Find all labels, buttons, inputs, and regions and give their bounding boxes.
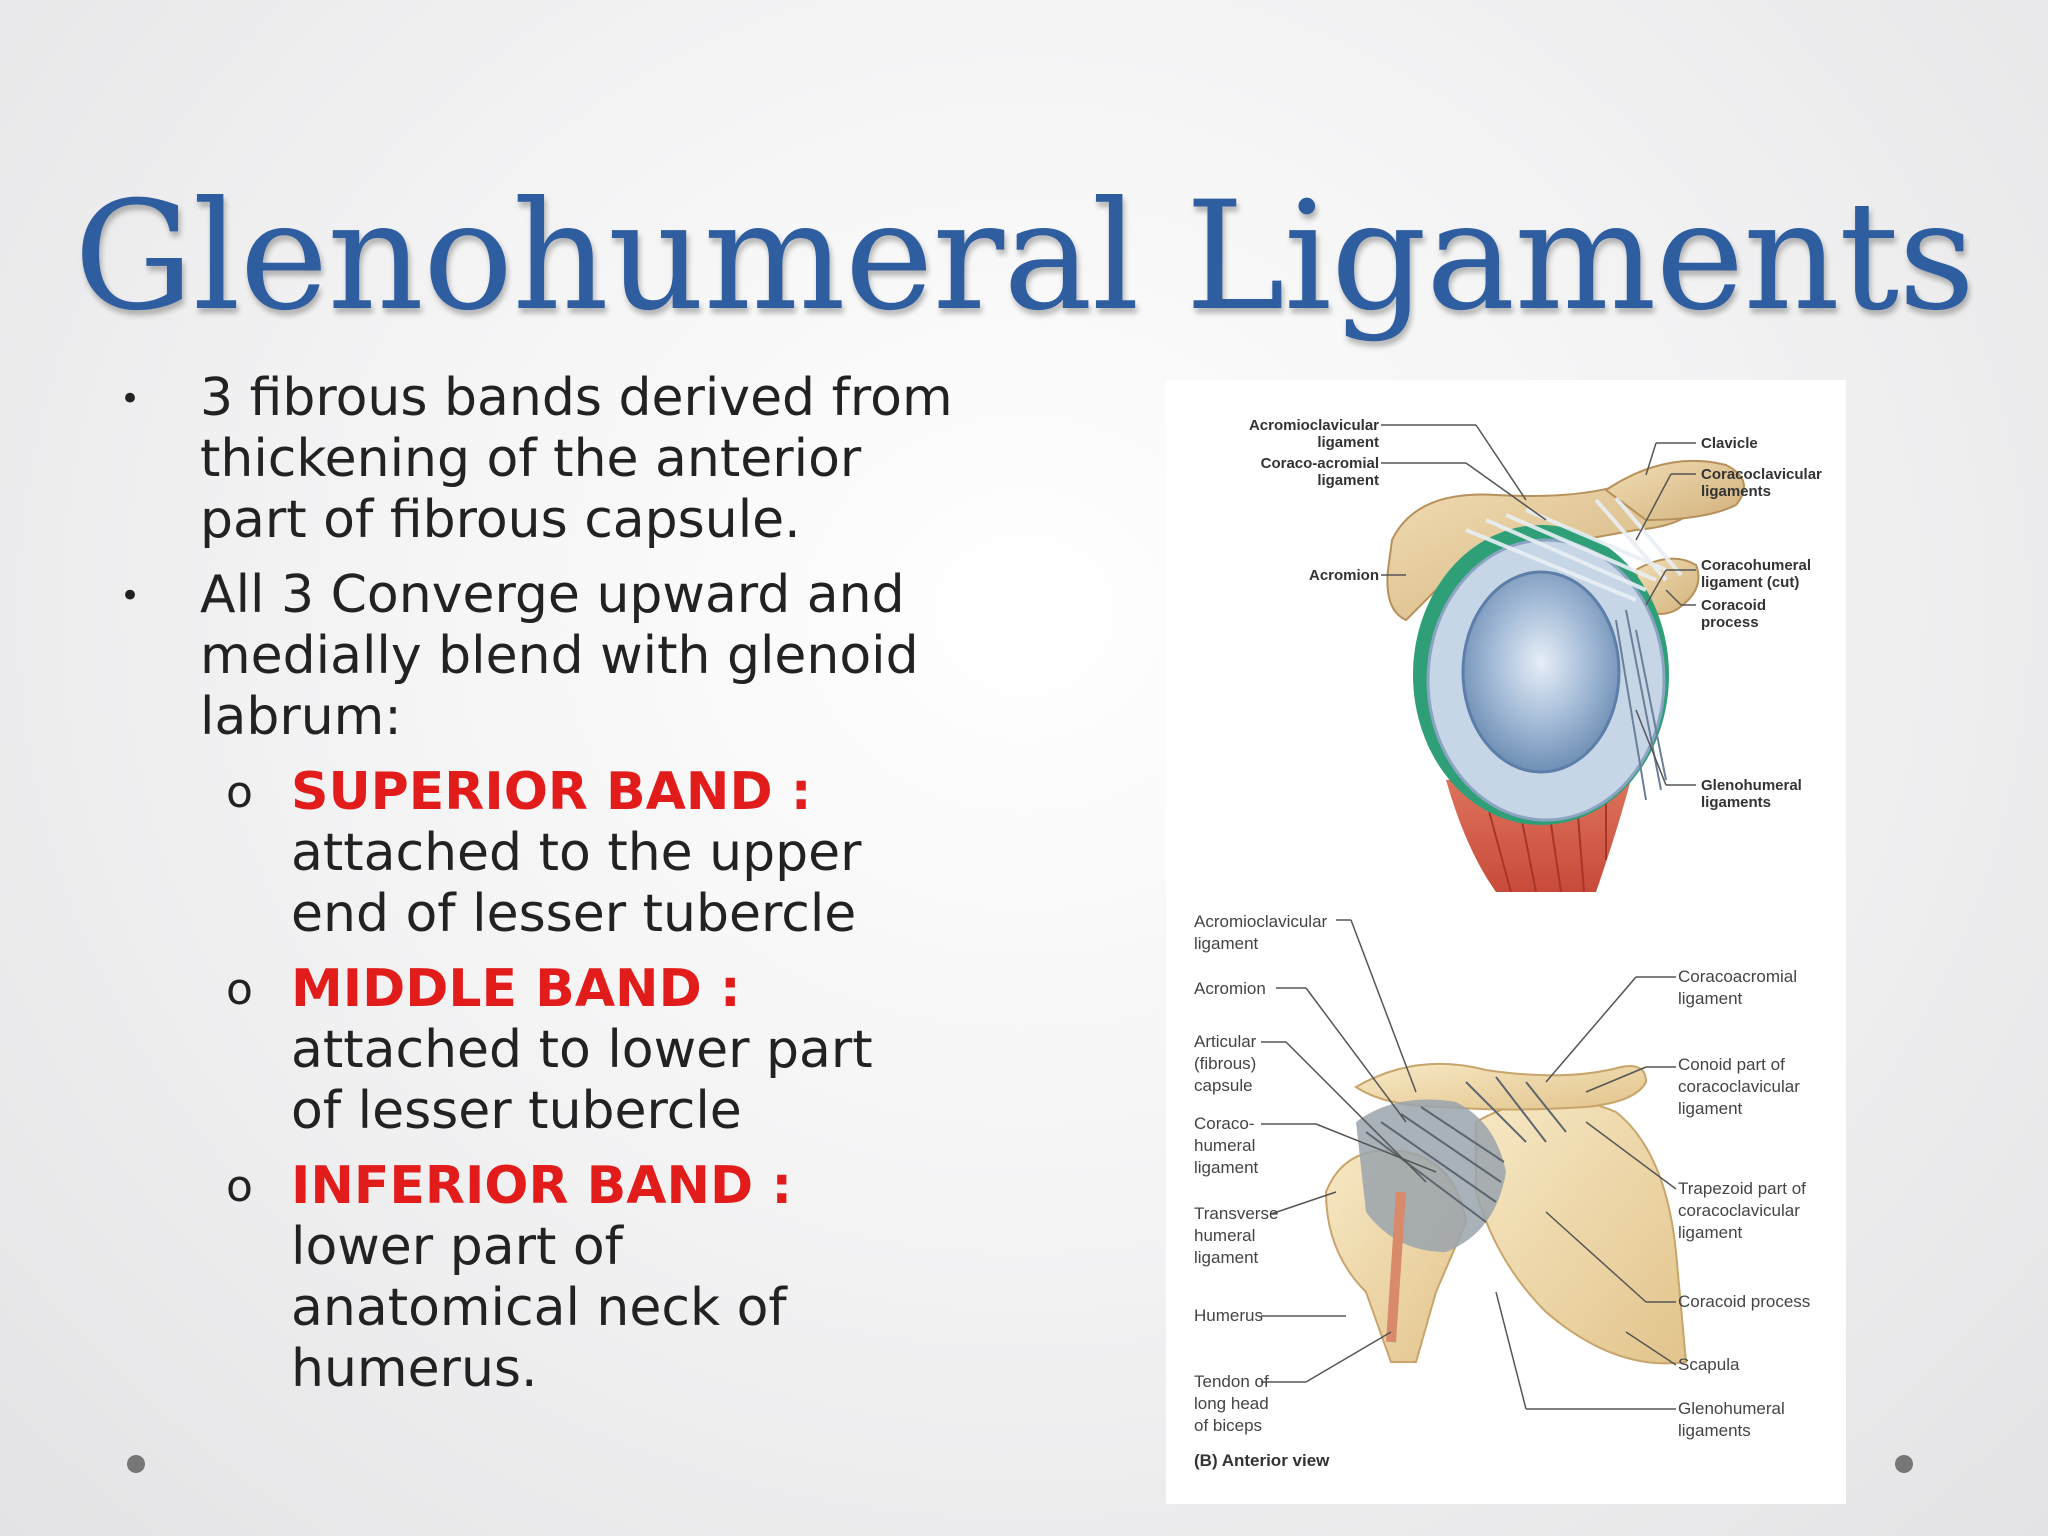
label-articular: Articular	[1194, 1032, 1257, 1051]
label-tendon-2: long head	[1194, 1394, 1269, 1413]
label-transverse-3: ligament	[1194, 1248, 1259, 1267]
sub-bullet-inferior: o INFERIOR BAND : lower part of anatomic…	[226, 1156, 926, 1400]
figure-top: Acromioclavicular ligament Coraco-acromi…	[1166, 380, 1846, 893]
sub-bullet-superior: o SUPERIOR BAND :attached to the upper e…	[226, 762, 926, 945]
next-dot-icon[interactable]	[1895, 1455, 1913, 1473]
label-tendon-3: of biceps	[1194, 1416, 1262, 1435]
sub-bullet-marker: o	[226, 964, 253, 1015]
clavicle-shape	[1604, 459, 1745, 522]
glenoid-fossa	[1461, 570, 1621, 774]
label-glenohumeral: Glenohumeral	[1701, 777, 1802, 794]
slide-title: Glenohumeral Ligaments	[73, 170, 1975, 344]
label-conoid: Conoid part of	[1678, 1055, 1785, 1074]
scapula-shape	[1475, 1098, 1688, 1365]
label-coracohumeral-3: ligament	[1194, 1158, 1259, 1177]
band-label: MIDDLE BAND :	[291, 959, 741, 1019]
ligament-fibers	[1465, 496, 1683, 602]
label-conoid-2: coracoclavicular	[1678, 1077, 1800, 1096]
bullet-text: All 3 Converge upward and medially blend…	[200, 565, 919, 747]
bullet-text: 3 fibrous bands derived from thickening …	[200, 368, 953, 550]
biceps-tendon	[1386, 1191, 1406, 1343]
label-coracohumeral: Coracohumeral	[1701, 557, 1811, 574]
sub-bullet-middle: o MIDDLE BAND : attached to lower part o…	[226, 959, 926, 1142]
label-coracoacromial-2: ligament	[1678, 989, 1743, 1008]
label-coracohumeral: Coraco-	[1194, 1114, 1254, 1133]
ligament-fibers	[1365, 1076, 1567, 1223]
label-coracoid-2: process	[1701, 614, 1759, 631]
label-coracoacromial: Coracoacromial	[1678, 967, 1797, 986]
label-trapezoid-3: ligament	[1678, 1223, 1743, 1242]
label-articular-2: (fibrous)	[1194, 1054, 1256, 1073]
band-label: SUPERIOR BAND :	[291, 762, 812, 822]
bullet-item: • All 3 Converge upward and medially ble…	[120, 565, 960, 748]
label-trapezoid: Trapezoid part of	[1678, 1179, 1806, 1198]
figure-caption: (B) Anterior view	[1194, 1451, 1330, 1470]
label-coraco-acromial-2: ligament	[1317, 472, 1379, 489]
label-humerus: Humerus	[1194, 1306, 1263, 1325]
label-coracoid: Coracoid	[1701, 597, 1766, 614]
label-coracohumeral-2: ligament (cut)	[1701, 574, 1799, 591]
band-description: lower part of anatomical neck of humerus…	[291, 1217, 787, 1399]
label-glenohumeral: Glenohumeral	[1678, 1399, 1785, 1418]
prev-dot-icon[interactable]	[127, 1455, 145, 1473]
label-coracoclavicular-2: ligaments	[1701, 483, 1771, 500]
shoulder-anterior-illustration: Acromioclavicular ligament Acromion Arti…	[1194, 912, 1810, 1470]
label-acromion: Acromion	[1194, 979, 1266, 998]
label-acromioclavicular: Acromioclavicular	[1249, 417, 1379, 434]
bullet-item: • 3 fibrous bands derived from thickenin…	[120, 368, 960, 551]
label-coracohumeral-2: humeral	[1194, 1136, 1255, 1155]
sub-bullet-marker: o	[226, 1161, 253, 1212]
label-transverse: Transverse	[1194, 1204, 1278, 1223]
label-conoid-3: ligament	[1678, 1099, 1743, 1118]
glenohumeral-fibers	[1615, 609, 1667, 801]
label-transverse-2: humeral	[1194, 1226, 1255, 1245]
bullet-marker: •	[120, 379, 141, 419]
label-coracoid: Coracoid process	[1678, 1292, 1810, 1311]
label-clavicle: Clavicle	[1701, 435, 1758, 452]
bullet-marker: •	[120, 576, 141, 616]
label-coraco-acromial: Coraco-acromial	[1261, 455, 1379, 472]
label-coracoclavicular: Coracoclavicular	[1701, 466, 1822, 483]
band-description: attached to lower part of lesser tubercl…	[291, 1020, 873, 1141]
shoulder-lateral-illustration: Acromioclavicular ligament Coraco-acromi…	[1249, 417, 1822, 893]
figure-bottom: Acromioclavicular ligament Acromion Arti…	[1166, 892, 1846, 1504]
label-scapula: Scapula	[1678, 1355, 1740, 1374]
sub-bullet-marker: o	[226, 767, 253, 818]
label-glenohumeral-2: ligaments	[1678, 1421, 1751, 1440]
label-tendon: Tendon of	[1194, 1372, 1269, 1391]
label-acromioclavicular-2: ligament	[1317, 434, 1379, 451]
label-acromioclavicular: Acromioclavicular	[1194, 912, 1328, 931]
label-acromioclavicular-2: ligament	[1194, 934, 1259, 953]
band-label: INFERIOR BAND :	[291, 1156, 793, 1216]
label-glenohumeral-2: ligaments	[1701, 794, 1771, 811]
band-description: attached to the upper end of lesser tube…	[291, 823, 862, 944]
label-acromion: Acromion	[1309, 567, 1379, 584]
label-articular-3: capsule	[1194, 1076, 1253, 1095]
label-trapezoid-2: coracoclavicular	[1678, 1201, 1800, 1220]
bullet-list: • 3 fibrous bands derived from thickenin…	[120, 368, 960, 1414]
